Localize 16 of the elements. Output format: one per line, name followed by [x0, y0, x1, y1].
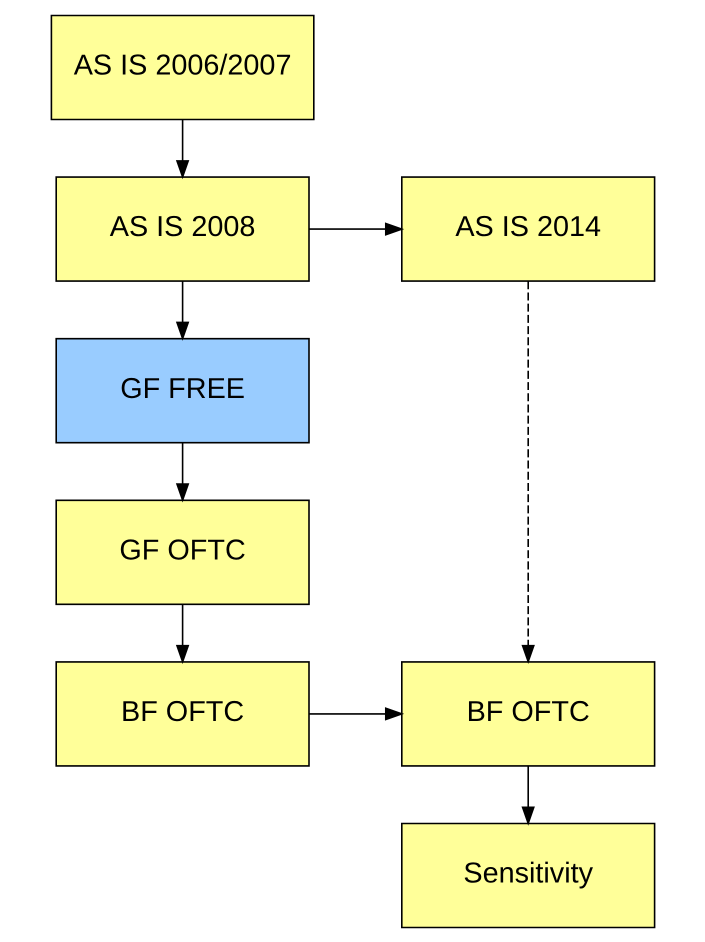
node-box: Sensitivity — [400, 822, 655, 928]
node-box: AS IS 2014 — [400, 176, 655, 282]
arrow — [175, 442, 189, 502]
node-box: BF OFTC — [400, 660, 655, 766]
node-box: BF OFTC — [54, 660, 310, 766]
node-box: AS IS 2006/2007 — [50, 14, 314, 120]
arrow — [520, 766, 534, 826]
node-box: AS IS 2008 — [54, 176, 310, 282]
arrow — [175, 280, 189, 340]
arrow — [309, 222, 404, 236]
arrow — [309, 706, 404, 720]
arrow — [175, 119, 189, 179]
node-box: GF OFTC — [54, 499, 310, 605]
node-box: GF FREE — [54, 337, 310, 443]
arrow — [520, 280, 534, 664]
arrow — [175, 604, 189, 664]
